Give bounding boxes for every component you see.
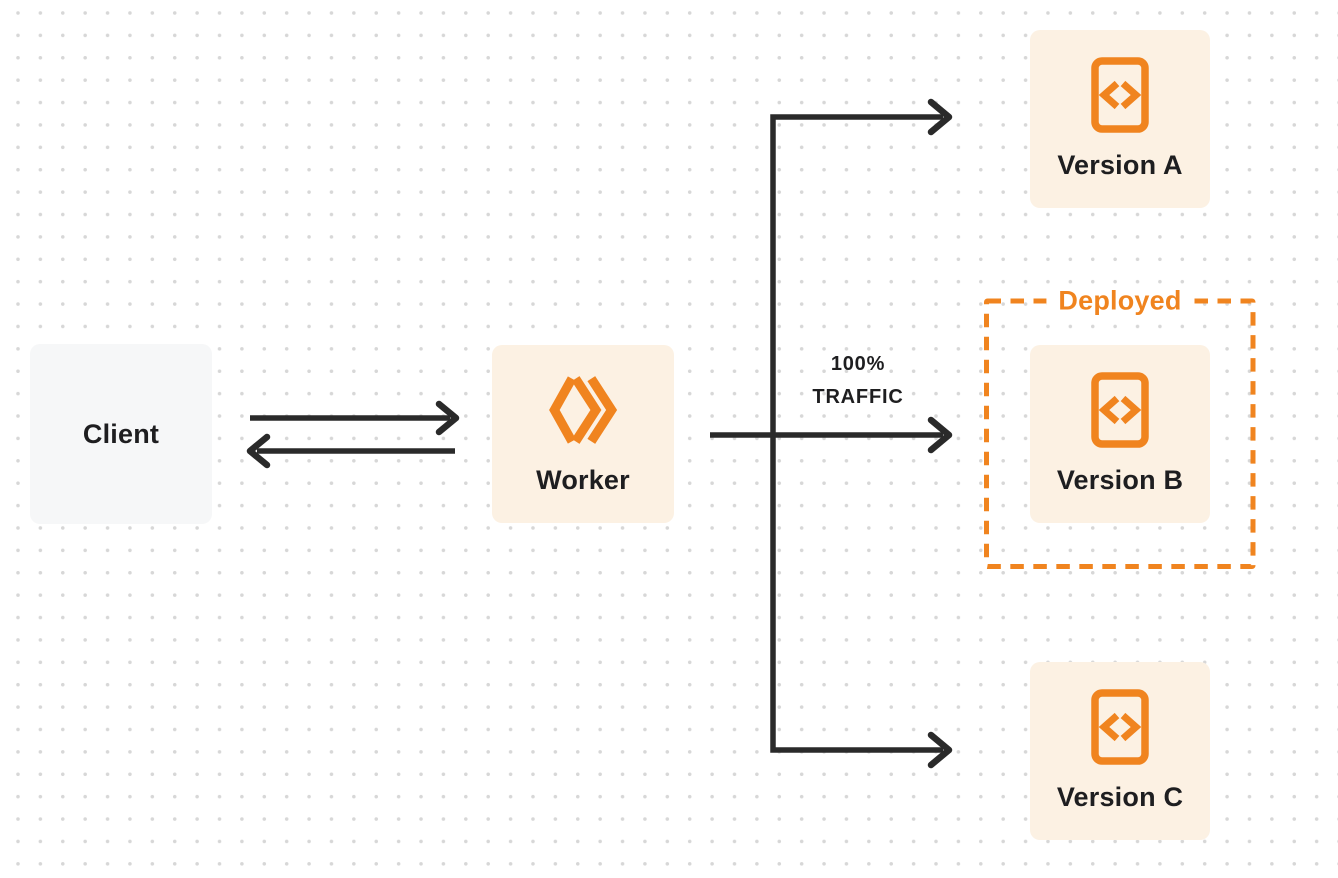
version-a-node: Version A [1030,30,1210,208]
code-file-icon [1091,689,1149,765]
client-label: Client [82,418,160,449]
code-file-icon [1091,372,1149,448]
worker-traffic-arrowhead [927,416,953,454]
deployed-dashed-border [984,298,1256,569]
version-c-label: Version C [1056,782,1184,812]
version-c-node: Version C [1030,662,1210,840]
branch-trunk-line [770,114,943,753]
worker-node: Worker [492,345,674,523]
version-b-node: Version B [1030,345,1210,523]
traffic-percent-text: 100% [830,353,886,375]
client-to-worker-arrowhead [435,400,460,436]
traffic-word-text: TRAFFIC [812,386,904,408]
worker-label: Worker [536,465,630,495]
version-a-label: Version A [1057,150,1183,180]
code-file-icon [1091,57,1149,133]
branch-to-version-c-arrowhead [927,731,953,769]
branch-to-version-a-arrowhead [927,98,953,136]
client-node: Client [30,344,212,524]
deployed-annotation: Deployed [1046,285,1194,317]
worker-to-client-arrowhead [246,433,271,469]
traffic-annotation: 100% TRAFFIC [775,348,941,414]
version-b-label: Version B [1056,465,1184,495]
workers-double-chevron-logo-icon [547,372,619,448]
